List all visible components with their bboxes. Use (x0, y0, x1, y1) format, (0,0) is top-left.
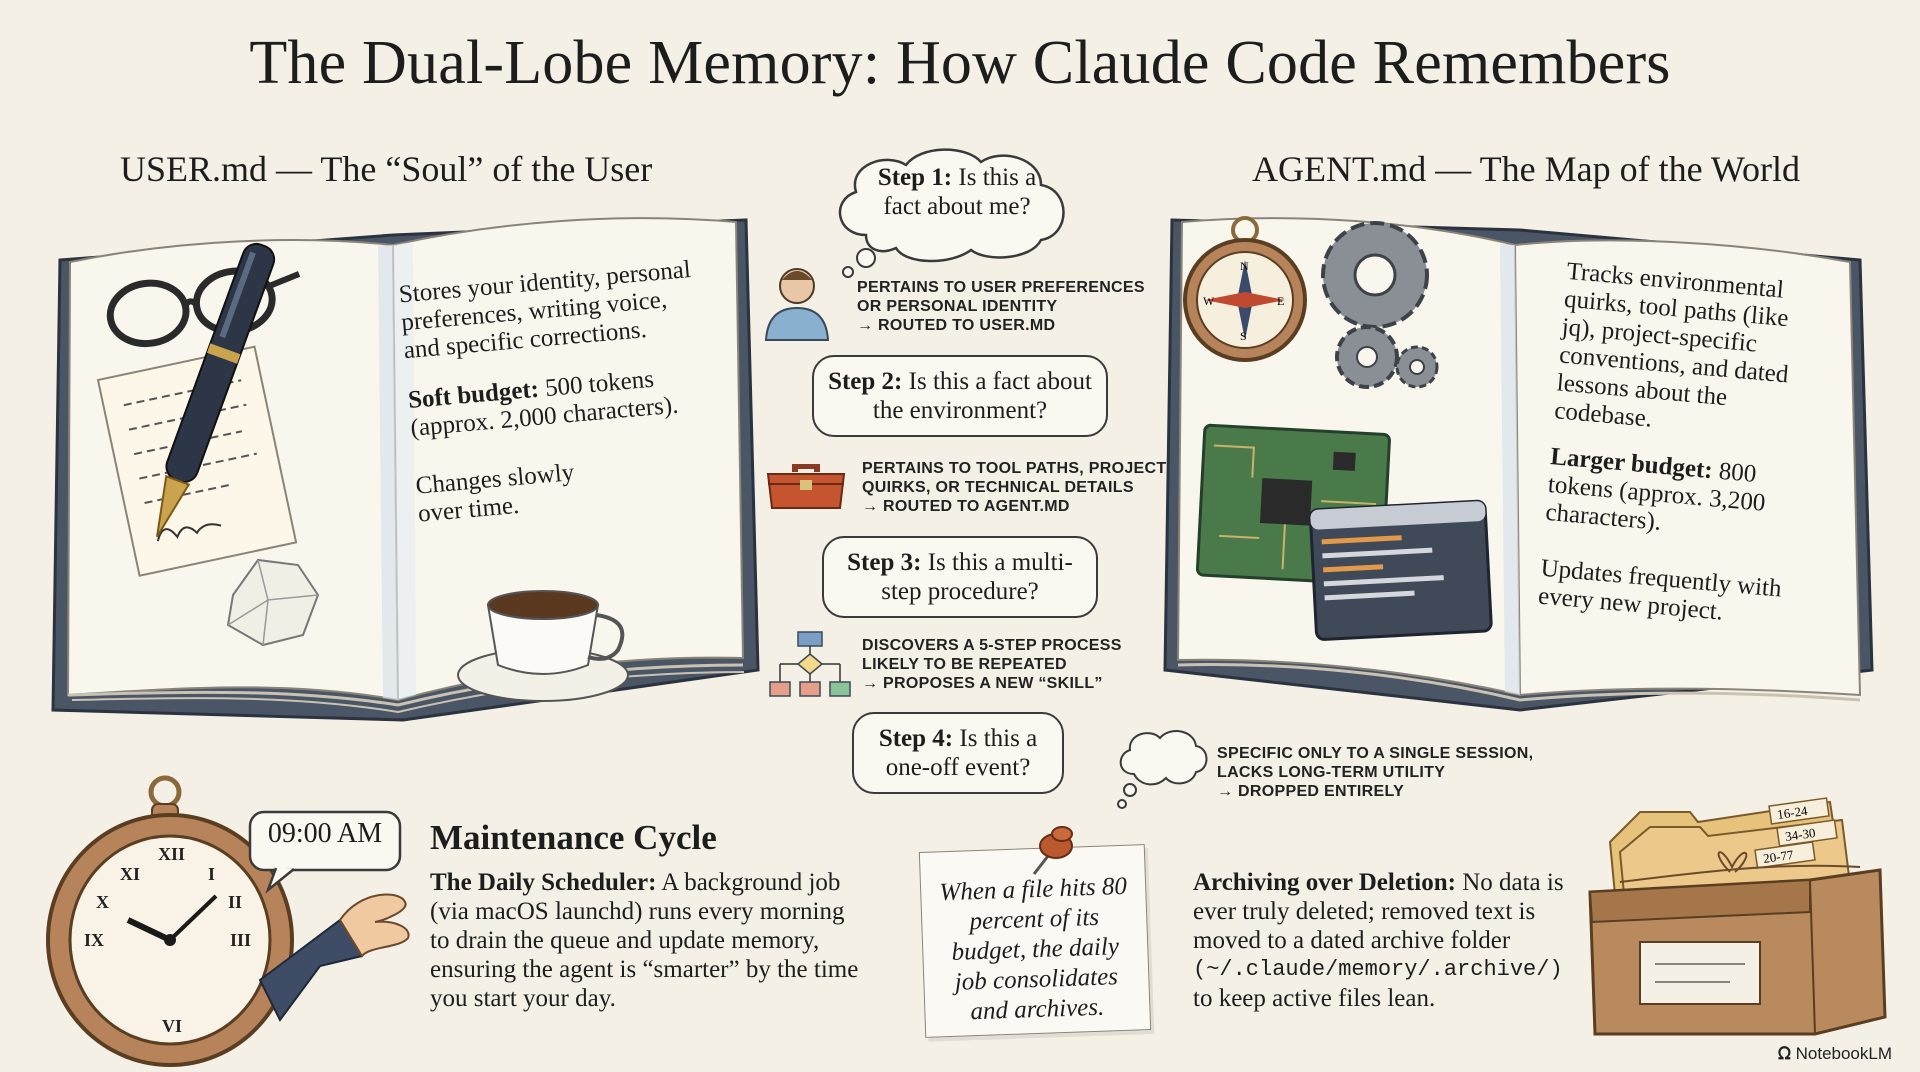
step-3-outcome-line-1: Discovers a 5-step process (862, 637, 1122, 654)
agent-md-budget: Larger budget: 800 tokens (approx. 3,200… (1544, 443, 1800, 548)
step-2-outcome: Pertains to tool paths, project quirks, … (862, 459, 1166, 516)
coffee-cup-icon (457, 590, 629, 702)
archive-path: (~/.claude/memory/.archive/) (1193, 957, 1563, 982)
toolbox-icon (766, 464, 846, 509)
svg-text:VI: VI (162, 1016, 182, 1036)
step-3-box: Step 3: Is this a multi-step procedure? (822, 536, 1098, 618)
pocket-watch-illustration: XII III VI IX I II XI X (46, 775, 410, 1067)
step-4-text: Is this a one-off event? (885, 725, 1038, 781)
svg-text:II: II (228, 892, 242, 912)
user-md-budget: Soft budget: 500 tokens (approx. 2,000 c… (407, 361, 711, 443)
notebooklm-logo-icon: ᘯ (1778, 1044, 1791, 1063)
folder-tab-2: 34-30 (1784, 825, 1816, 844)
step-1-thought-cloud (838, 148, 1065, 278)
archiving-text-1: No data is ever truly deleted; removed t… (1193, 869, 1564, 954)
scheduled-time: 09:00 AM (267, 818, 383, 849)
push-pin-icon (1032, 826, 1073, 875)
archiving-description: Archiving over Deletion: No data is ever… (1193, 868, 1573, 1013)
daily-scheduler-text: A background job (via macOS launchd) run… (430, 869, 859, 1012)
notebooklm-watermark: ᘯ NotebookLM (1778, 1044, 1892, 1064)
step-3-outcome-line-2: likely to be repeated (862, 656, 1067, 673)
agent-md-description: Tracks environmental quirks, tool paths … (1537, 258, 1817, 632)
person-icon (764, 268, 830, 341)
maintenance-heading: Maintenance Cycle (430, 818, 717, 857)
step-1-question: Step 1: Is this a fact about me? (862, 163, 1052, 221)
archive-box-illustration: 16-24 34-30 20-77 (1588, 797, 1887, 1036)
step-1-outcome-line-2: or personal identity (857, 298, 1058, 315)
user-md-heading: USER.md — The “Soul” of the User (120, 149, 653, 189)
step-4-outcome-line-3: → Dropped entirely (1217, 783, 1405, 800)
user-md-description: Stores your identity, personal preferenc… (398, 255, 718, 528)
step-4-outcome-line-1: Specific only to a single session, (1217, 745, 1534, 762)
step-1-outcome-line-1: Pertains to user preferences (857, 279, 1145, 296)
step-4-outcome: Specific only to a single session, lacks… (1217, 744, 1533, 801)
step-1-text: Is this a fact about me? (883, 164, 1037, 220)
svg-text:III: III (230, 930, 251, 950)
svg-text:W: W (1203, 294, 1215, 308)
step-4-outcome-line-2: lacks long-term utility (1217, 764, 1446, 781)
terminal-window-icon (1308, 499, 1493, 641)
daily-scheduler-description: The Daily Scheduler: A background job (v… (430, 868, 870, 1013)
archiving-label: Archiving over Deletion: (1193, 869, 1456, 896)
compass-icon: N S W E (1183, 216, 1307, 362)
step-3-label: Step 3: (847, 549, 922, 576)
svg-text:E: E (1277, 294, 1284, 308)
user-md-book-illustration (51, 217, 760, 722)
step-1-label: Step 1: (877, 164, 953, 191)
step-2-text: Is this a fact about the environment? (872, 368, 1092, 424)
watermark-text: NotebookLM (1795, 1044, 1892, 1063)
archiving-text-2: to keep active files lean. (1193, 985, 1436, 1012)
step-2-outcome-line-3: → Routed to AGENT.md (862, 498, 1070, 515)
step-3-outcome-line-3: → Proposes a new “Skill” (862, 675, 1103, 692)
step-4-box: Step 4: Is this a one-off event? (852, 712, 1064, 794)
step-3-outcome: Discovers a 5-step process likely to be … (862, 636, 1122, 693)
agent-md-book-illustration: N S W E (1163, 216, 1874, 712)
time-speech-bubble (248, 810, 402, 894)
svg-text:S: S (1240, 329, 1247, 343)
svg-text:X: X (96, 892, 109, 912)
svg-text:IX: IX (84, 930, 104, 950)
svg-text:XII: XII (158, 844, 185, 864)
step-1-outcome: Pertains to user preferences or personal… (857, 278, 1145, 335)
step-1-outcome-line-3: → Routed to USER.md (857, 317, 1056, 334)
folder-tab-1: 16-24 (1776, 803, 1809, 822)
step-4-label: Step 4: (878, 725, 954, 752)
step-2-label: Step 2: (828, 368, 903, 395)
svg-text:I: I (208, 864, 215, 884)
folder-tab-3: 20-77 (1762, 847, 1795, 866)
crumpled-paper-icon (226, 558, 320, 647)
gears-icon (1321, 221, 1439, 389)
agent-md-heading: AGENT.md — The Map of the World (1252, 149, 1801, 189)
step-2-outcome-line-2: quirks, or technical details (862, 479, 1134, 496)
page-title: The Dual-Lobe Memory: How Claude Code Re… (249, 29, 1671, 97)
svg-text:XI: XI (120, 864, 140, 884)
fountain-pen-icon (156, 242, 276, 538)
daily-scheduler-label: The Daily Scheduler: (430, 869, 657, 896)
small-thought-cloud-icon (1117, 730, 1208, 809)
svg-text:N: N (1240, 259, 1249, 273)
step-2-outcome-line-1: Pertains to tool paths, project (862, 460, 1167, 477)
agent-md-desc-text: Tracks environmental quirks, tool paths … (1553, 257, 1790, 433)
step-2-box: Step 2: Is this a fact about the environ… (812, 355, 1108, 437)
step-3-text: Is this a multi-step procedure? (881, 549, 1073, 605)
flowchart-icon (769, 631, 851, 697)
